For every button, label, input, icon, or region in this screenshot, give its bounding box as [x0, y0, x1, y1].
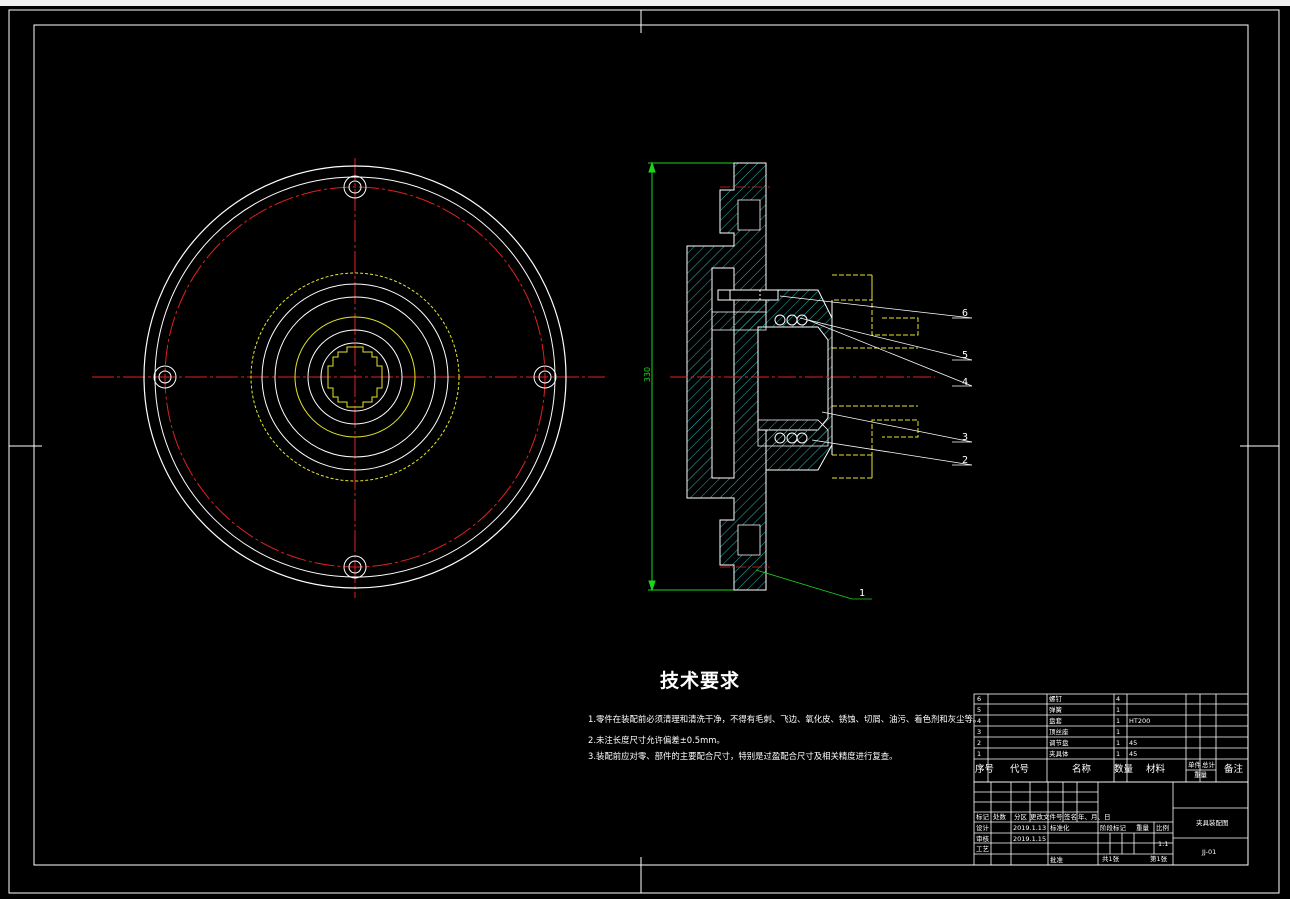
review-date: 2019.1.15: [1013, 835, 1047, 843]
part-row-qty: 1: [1116, 728, 1121, 736]
header-material: 材料: [1146, 764, 1166, 775]
tech-note-1: 1.零件在装配前必须清理和清洗干净，不得有毛刺、飞边、氧化皮、锈蚀、切屑、油污、…: [588, 714, 982, 724]
header-weight: 重量: [1194, 771, 1207, 779]
review-label: 审核: [976, 835, 989, 843]
weight-label: 重量: [1136, 824, 1149, 832]
part-row-no: 6: [977, 695, 982, 703]
design-date: 2019.1.13: [1013, 824, 1047, 832]
sheet-no: 第1张: [1150, 855, 1168, 863]
sign-label: 签名: [1064, 813, 1077, 821]
drawing-name: 夹具装配图: [1196, 819, 1229, 827]
stage-label: 阶段标记: [1100, 824, 1126, 832]
drawing-code: JJ-01: [1202, 848, 1217, 856]
flange-inner-circle: [154, 176, 556, 578]
scale-value: 1:1: [1158, 840, 1169, 848]
balloon-5: 5: [962, 350, 969, 361]
count-label: 处数: [993, 813, 1006, 821]
header-no: 序号: [975, 764, 995, 775]
part-row-name: 调节盘: [1049, 739, 1069, 747]
bolt-holes: [153, 175, 557, 579]
parts-list-grid: [973, 693, 1249, 783]
part-row-qty: 1: [1116, 706, 1121, 714]
design-label: 设计: [976, 824, 989, 832]
change-doc-label: 更改文件号: [1030, 813, 1063, 821]
front-view: [92, 158, 605, 598]
bolt-circle: [164, 186, 546, 568]
tech-note-3: 3.装配前应对零、部件的主要配合尺寸，特别是过盈配合尺寸及相关精度进行复查。: [588, 751, 898, 761]
process-label: 工艺: [976, 845, 989, 853]
title-block-grid: [973, 781, 1249, 866]
header-unit-weight: 单件: [1188, 761, 1201, 769]
zone-label: 分区: [1014, 813, 1027, 821]
part-row-name: 弹簧: [1049, 706, 1062, 714]
part-row-material: 45: [1129, 739, 1138, 747]
part-row-no: 5: [977, 706, 982, 714]
marks-label: 标记: [976, 813, 989, 821]
overall-dimension: 330: [643, 366, 653, 383]
part-row-qty: 4: [1116, 695, 1121, 703]
spline-bore: [327, 346, 383, 408]
balloon-4: 4: [962, 377, 969, 388]
balloon-6: 6: [962, 308, 969, 319]
balloon-1: 1: [859, 588, 866, 599]
header-remarks: 备注: [1224, 764, 1244, 775]
balloon-2: 2: [962, 455, 969, 466]
tech-note-2: 2.未注长度尺寸允许偏差±0.5mm。: [588, 735, 725, 745]
header-code: 代号: [1010, 764, 1030, 775]
part-row-no: 3: [977, 728, 982, 736]
top-strip: [0, 0, 1290, 6]
header-name: 名称: [1072, 764, 1092, 775]
part-row-material: 45: [1129, 750, 1138, 758]
outer-border: [8, 9, 1280, 894]
part-row-qty: 1: [1116, 739, 1121, 747]
part-row-qty: 1: [1116, 717, 1121, 725]
part-row-no: 1: [977, 750, 982, 758]
date-label: 年、月、日: [1078, 813, 1111, 821]
part-row-no: 4: [977, 717, 982, 725]
part-row-qty: 1: [1116, 750, 1121, 758]
sheets-total: 共1张: [1102, 855, 1120, 863]
part-row-no: 2: [977, 739, 982, 747]
header-qty: 数量: [1114, 764, 1134, 775]
part-row-material: HT200: [1129, 717, 1151, 725]
balloon-3: 3: [962, 432, 969, 443]
centering-marks: [9, 10, 1279, 893]
standardize-label: 标准化: [1050, 824, 1070, 832]
outer-flange-circle: [143, 165, 567, 589]
part-row-name: 夹具体: [1049, 750, 1069, 758]
part-row-name: 盘套: [1049, 717, 1062, 725]
section-view: [648, 161, 973, 600]
header-total-weight: 总计: [1202, 761, 1215, 769]
scale-label: 比例: [1156, 824, 1169, 832]
part-row-name: 顶丝座: [1049, 728, 1069, 736]
approve-label: 批准: [1050, 856, 1063, 864]
tech-requirements-title: 技术要求: [660, 670, 741, 692]
part-row-name: 螺钉: [1049, 695, 1062, 703]
